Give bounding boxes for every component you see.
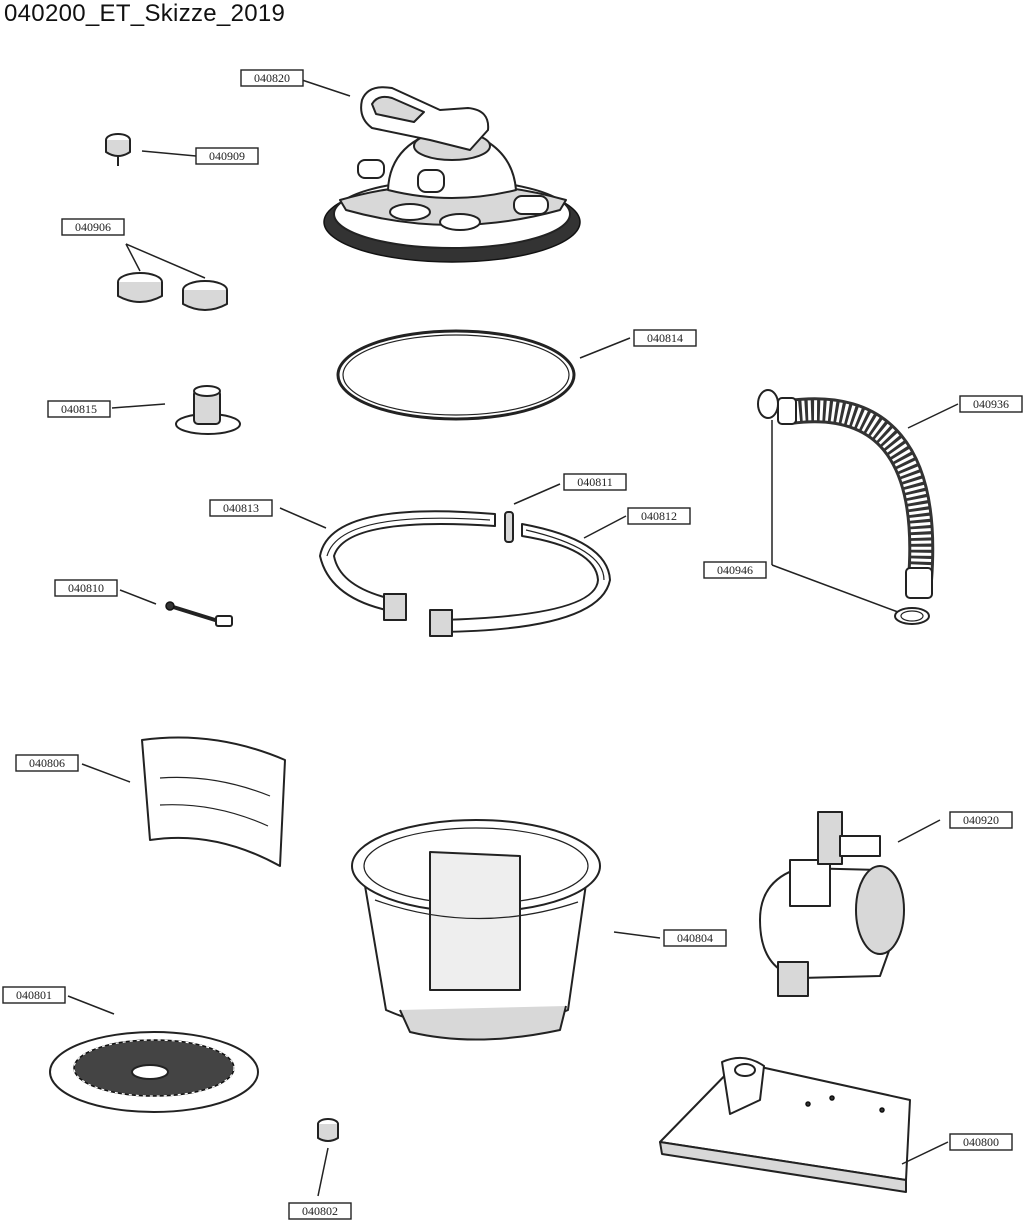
bottom-grid-drawing [49,1031,259,1113]
leader-lines [67,79,959,1197]
leader-040814 [579,337,631,359]
svg-text:040800: 040800 [963,1135,999,1149]
drain-valve-drawing [175,385,241,435]
svg-text:040820: 040820 [254,71,290,85]
label-040820: 040820 [240,69,304,87]
leader-040909 [141,150,197,157]
label-040810: 040810 [54,579,118,597]
label-040811: 040811 [563,473,627,491]
leader-040802 [317,1147,329,1197]
svg-text:040813: 040813 [223,501,259,515]
tank-drawing [351,819,601,1041]
leader-040820 [301,79,351,97]
svg-text:040815: 040815 [61,402,97,416]
leader-040906-a [125,243,141,272]
o-ring-drawing [336,329,576,421]
drain-plug-drawing [317,1118,339,1142]
pump-drawing [759,811,905,997]
leader-040920 [897,819,941,843]
leader-040811 [513,483,561,505]
svg-text:040920: 040920 [963,813,999,827]
label-040804: 040804 [663,929,727,947]
label-040906: 040906 [61,218,125,236]
label-040909: 040909 [195,147,259,165]
svg-text:040806: 040806 [29,756,65,770]
svg-text:040801: 040801 [16,988,52,1002]
pressure-gauge-drawing [105,133,131,166]
leader-040946-b [771,564,899,613]
hose-drawing [777,397,935,599]
label-040806: 040806 [15,754,79,772]
leader-040810 [119,589,157,605]
svg-text:040810: 040810 [68,581,104,595]
label-040815: 040815 [47,400,111,418]
leader-040815 [111,403,166,409]
svg-text:040936: 040936 [973,397,1009,411]
leader-040800 [901,1141,949,1165]
bolt-drawing [165,601,233,627]
label-040814: 040814 [633,329,697,347]
leader-040806 [81,763,131,783]
svg-text:040802: 040802 [302,1204,338,1218]
leader-040801 [67,995,115,1015]
svg-text:040804: 040804 [677,931,713,945]
label-040802: 040802 [288,1202,352,1220]
caps-drawing [117,272,228,311]
leader-040906-b [125,243,206,279]
diagram-title: 040200_ET_Skizze_2019 [4,0,286,27]
leader-040812 [583,515,627,539]
svg-text:040812: 040812 [641,509,677,523]
label-040936: 040936 [959,395,1023,413]
hose-clamps-drawing [757,389,930,625]
svg-text:040906: 040906 [75,220,111,234]
label-040813: 040813 [209,499,273,517]
leader-040804 [613,931,661,939]
label-040800: 040800 [949,1133,1013,1151]
svg-text:040909: 040909 [209,149,245,163]
multiport-valve-drawing [323,86,581,263]
leader-040936 [907,403,959,429]
base-plate-drawing [659,1056,911,1193]
filter-insert-drawing [141,736,286,867]
svg-text:040814: 040814 [647,331,683,345]
label-040946: 040946 [703,561,767,579]
label-040812: 040812 [627,507,691,525]
label-040920: 040920 [949,811,1013,829]
svg-text:040811: 040811 [577,475,613,489]
clamp-drawing [319,510,611,637]
label-040801: 040801 [2,986,66,1004]
svg-text:040946: 040946 [717,563,753,577]
leader-040813 [279,507,327,529]
